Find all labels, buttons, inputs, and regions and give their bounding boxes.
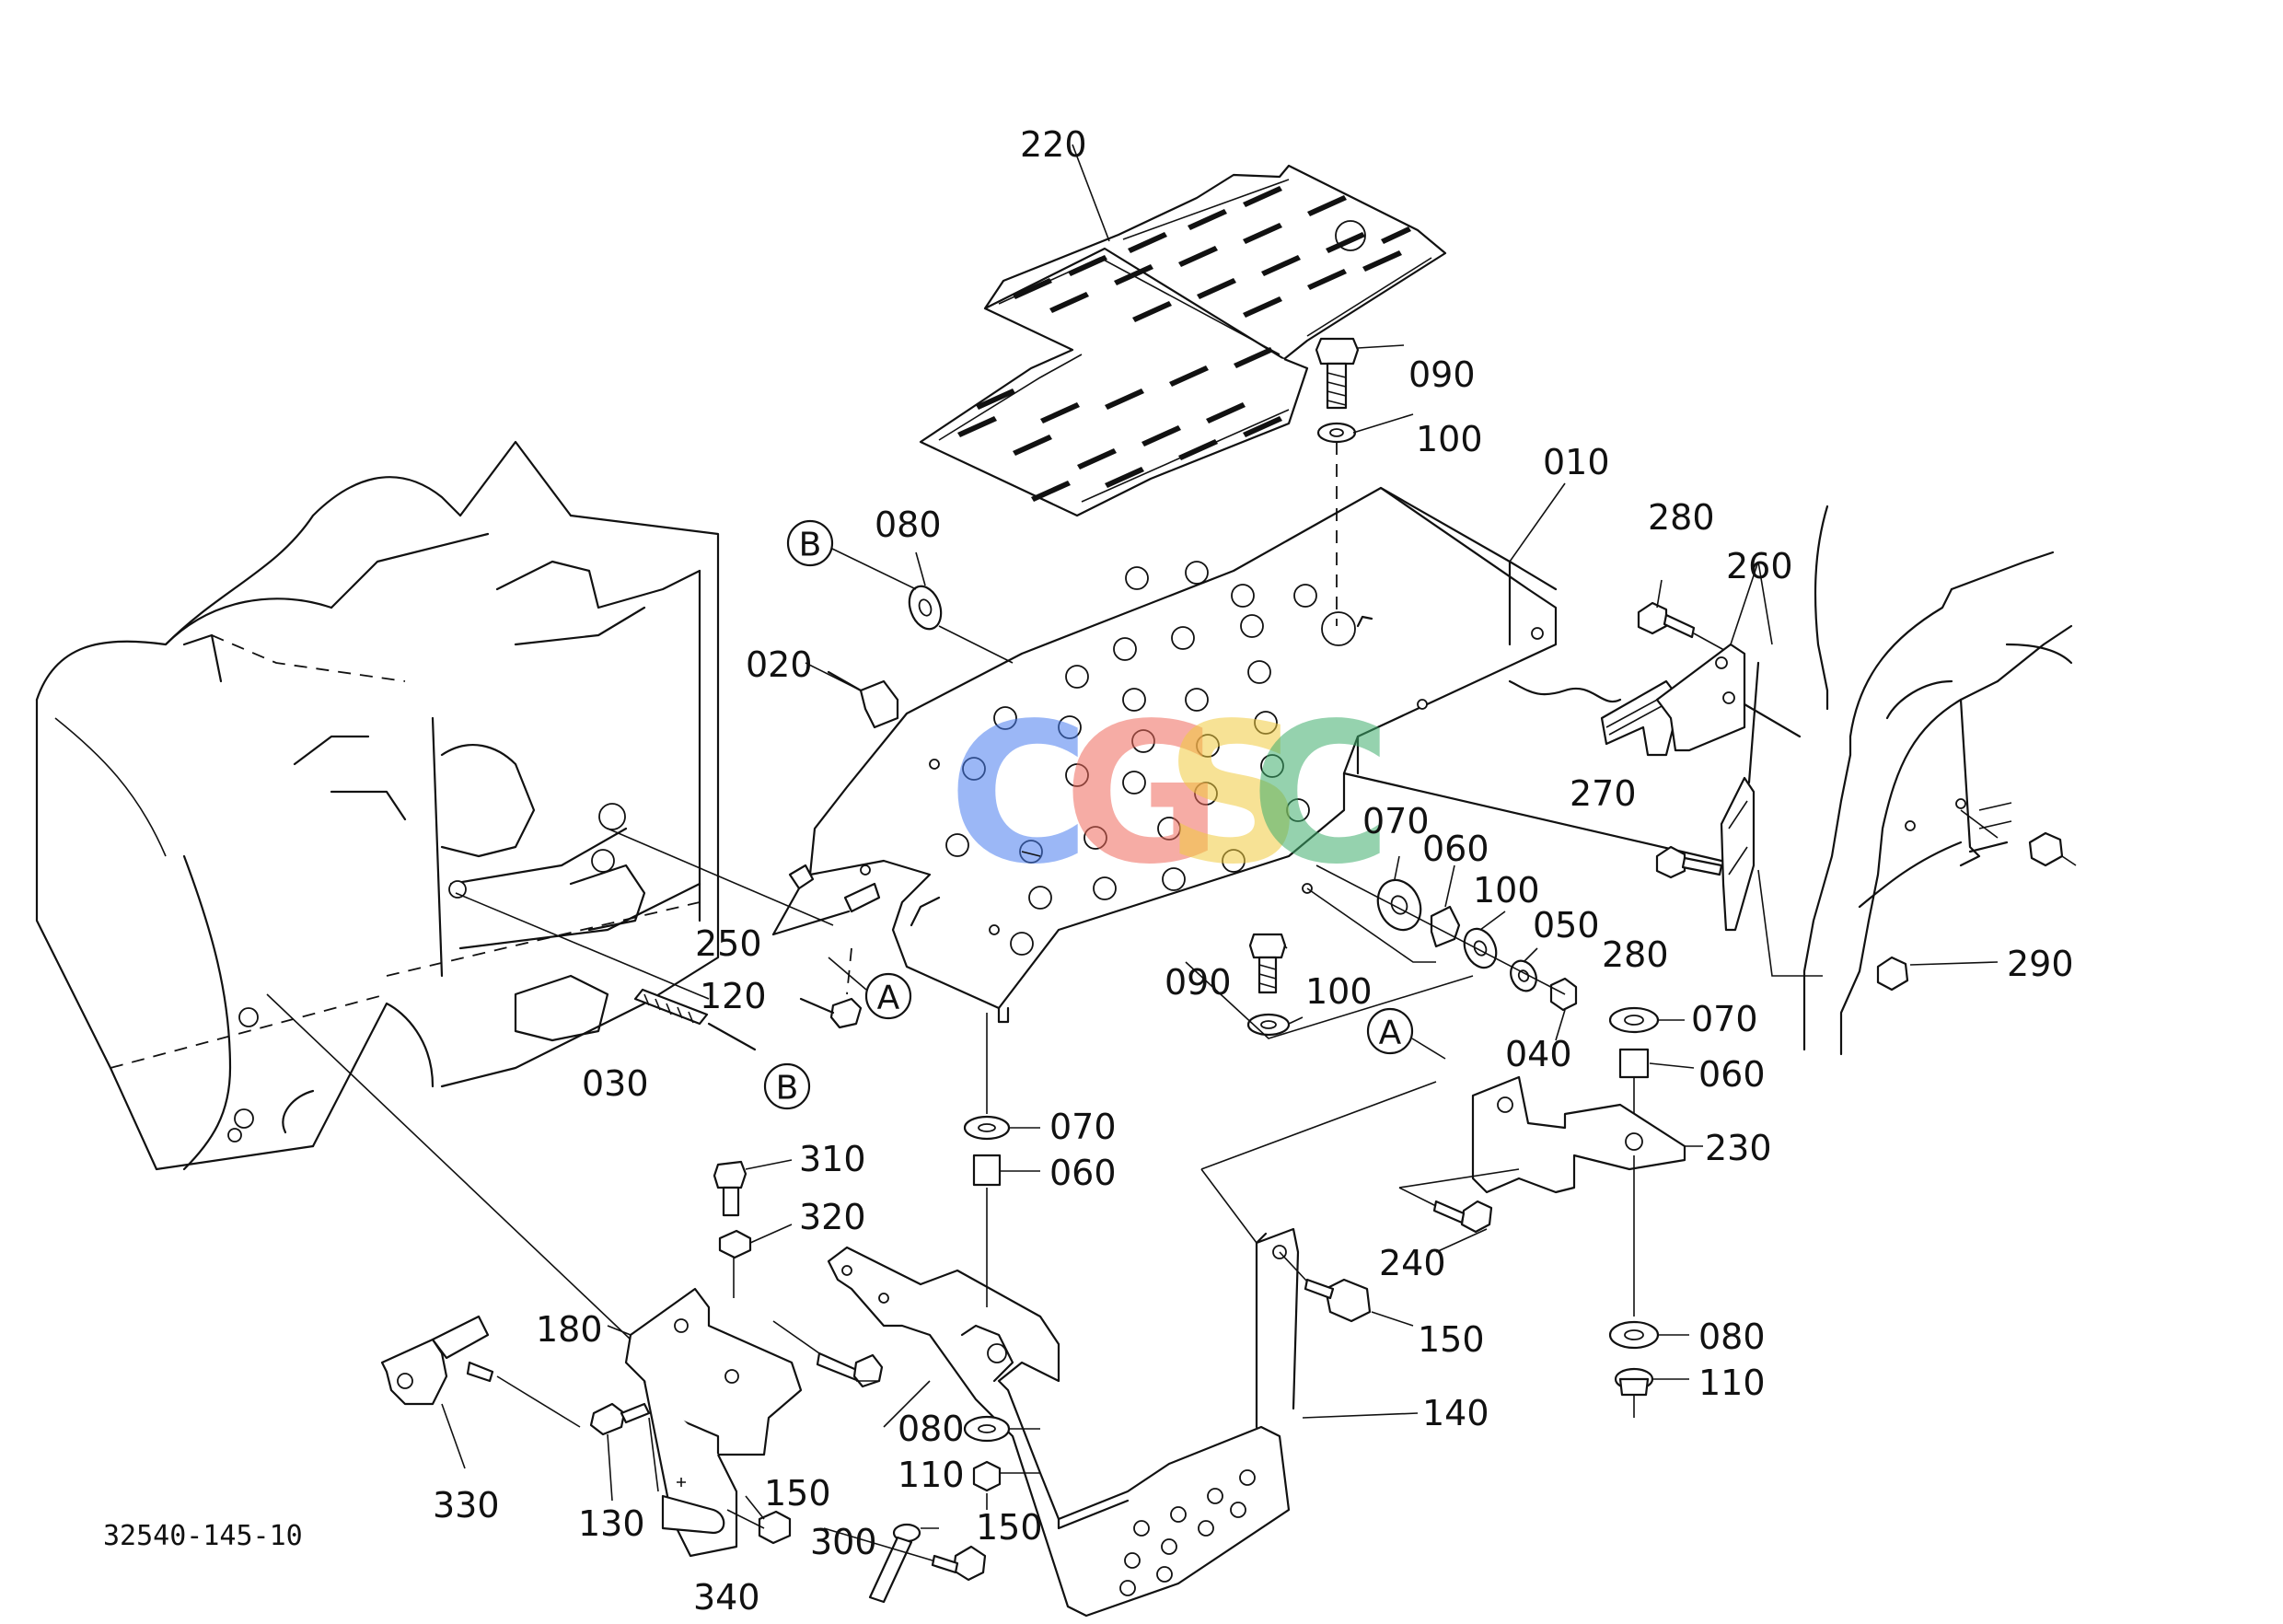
part-label-080: 080 [1698, 1317, 1766, 1357]
part-label-310: 310 [799, 1139, 866, 1179]
part-label-070: 070 [1362, 801, 1430, 841]
part-label-180: 180 [536, 1309, 603, 1350]
part-label-090: 090 [1408, 354, 1476, 395]
part-label-110: 110 [898, 1455, 965, 1495]
part-label-280: 280 [1602, 934, 1669, 975]
part-label-140: 140 [1422, 1393, 1489, 1433]
watermark-letter: S [1165, 681, 1304, 907]
part-label-060: 060 [1049, 1153, 1117, 1193]
ref-marker-b: B [799, 527, 822, 564]
part-label-290: 290 [2007, 944, 2074, 984]
part-label-260: 260 [1726, 546, 1793, 586]
ref-marker-a: A [877, 980, 900, 1017]
part-label-070: 070 [1691, 999, 1758, 1039]
part-label-040: 040 [1505, 1034, 1572, 1074]
part-label-320: 320 [799, 1197, 866, 1237]
watermark-letter: G [1063, 681, 1222, 907]
part-label-280: 280 [1648, 497, 1715, 538]
right-side-parts [1342, 505, 2077, 1418]
watermark-letter: C [1250, 681, 1392, 907]
part-label-150: 150 [976, 1507, 1043, 1548]
lower-brackets [266, 993, 1437, 1618]
diagram-code: 32540-145-10 [103, 1520, 303, 1552]
part-label-030: 030 [582, 1063, 649, 1104]
plate-hardware [455, 337, 1578, 1051]
part-label-330: 330 [433, 1485, 500, 1525]
part-label-060: 060 [1422, 829, 1489, 869]
part-label-100: 100 [1473, 870, 1540, 911]
part-label-020: 020 [746, 644, 813, 685]
part-label-090: 090 [1165, 962, 1232, 1003]
part-label-220: 220 [1020, 124, 1087, 165]
part-label-120: 120 [700, 976, 767, 1016]
part-label-050: 050 [1533, 905, 1600, 945]
part-label-070: 070 [1049, 1107, 1117, 1147]
floor-plate [808, 486, 1558, 1024]
floor-mat [919, 164, 1447, 517]
part-label-010: 010 [1543, 442, 1610, 482]
part-label-300: 300 [810, 1522, 877, 1562]
watermark-letter: C [948, 681, 1090, 907]
part-label-270: 270 [1570, 773, 1637, 814]
part-label-100: 100 [1305, 971, 1373, 1012]
part-label-240: 240 [1379, 1243, 1446, 1283]
part-label-110: 110 [1698, 1363, 1766, 1403]
part-label-080: 080 [875, 505, 942, 545]
part-label-080: 080 [898, 1409, 965, 1449]
part-label-340: 340 [693, 1577, 760, 1618]
leader-lines [607, 144, 1999, 1529]
reference-markers: B A B A [763, 519, 1446, 1110]
part-label-150: 150 [764, 1473, 831, 1514]
ref-marker-a: A [1379, 1015, 1402, 1052]
part-label-130: 130 [578, 1503, 645, 1544]
ref-marker-b: B [776, 1070, 799, 1108]
watermark: C G S C [948, 681, 1392, 907]
part-label-250: 250 [695, 923, 762, 964]
transmission-housing [35, 440, 720, 1171]
part-labels: 220 090 100 010 280 260 080 020 270 070 … [433, 124, 2074, 1618]
part-label-100: 100 [1416, 419, 1483, 459]
part-label-230: 230 [1705, 1128, 1772, 1168]
part-label-060: 060 [1698, 1054, 1766, 1095]
part-label-150: 150 [1418, 1319, 1485, 1360]
